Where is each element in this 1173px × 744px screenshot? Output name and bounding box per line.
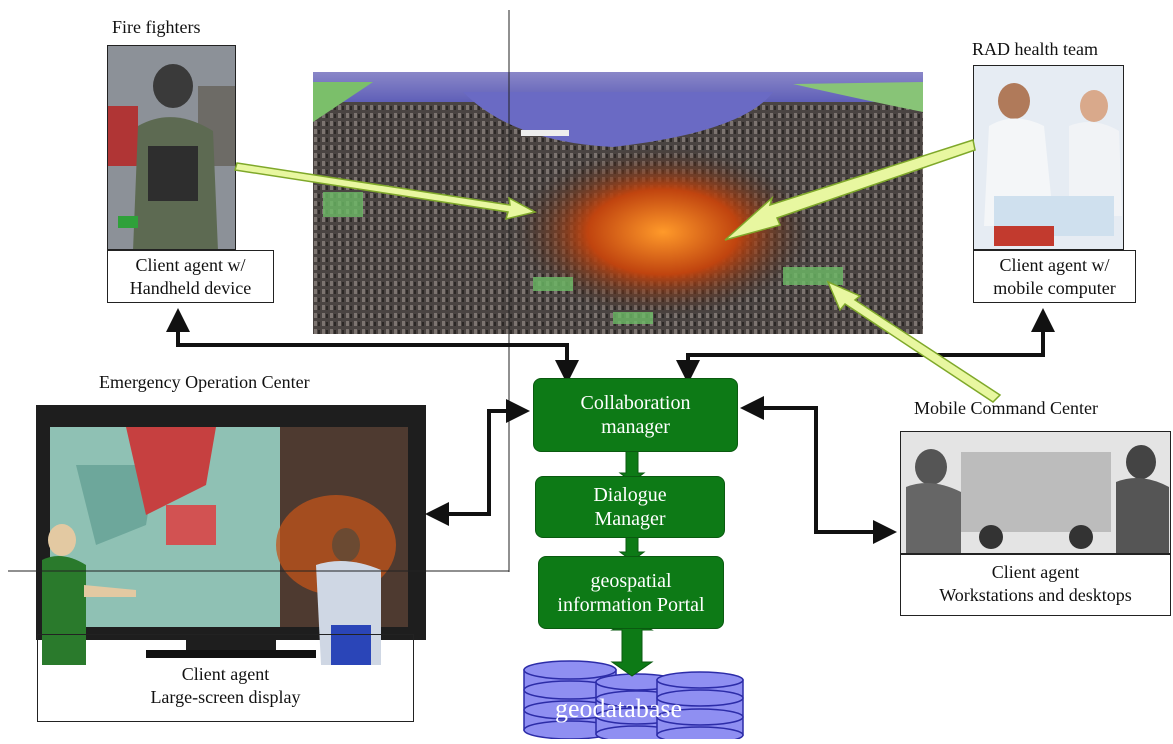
pointer-arrow-mcc (826, 280, 1002, 403)
collaboration-manager-box: Collaboration manager (533, 378, 738, 452)
eoc-agent-line1: Client agent (181, 664, 270, 684)
geospatial-portal-line1: geospatial (590, 569, 672, 592)
eoc-agent-box: Client agent Large-screen display (37, 634, 414, 722)
eoc-agent-line2: Large-screen display (150, 687, 301, 707)
pointer-arrow-fire-fighters (234, 162, 538, 221)
fire-fighters-title: Fire fighters (112, 17, 201, 37)
rad-health-agent-box: Client agent w/ mobile computer (973, 250, 1136, 303)
geodatabase-cylinders (522, 650, 747, 744)
dialogue-manager-line1: Dialogue (593, 484, 667, 506)
fire-fighters-agent-line1: Client agent w/ (135, 255, 246, 275)
fire-fighters-agent-line2: Handheld device (129, 278, 252, 298)
collaboration-manager-line2: manager (601, 416, 670, 438)
arrow-mcc-to-collab (740, 396, 897, 544)
mcc-agent-box: Client agent Workstations and desktops (900, 554, 1171, 616)
mcc-agent-line1: Client agent (991, 562, 1080, 582)
fire-fighter-photo (107, 45, 236, 250)
fire-fighters-agent-box: Client agent w/ Handheld device (107, 250, 274, 303)
arrow-rad-to-collab (676, 308, 1055, 384)
large-screen-display-image (36, 405, 426, 665)
mobile-command-center-title: Mobile Command Center (914, 398, 1098, 418)
arrow-eoc-to-collab (425, 399, 530, 526)
rad-health-team-photo (973, 65, 1124, 250)
pointer-arrow-rad (724, 139, 976, 241)
mobile-command-center-photo (900, 431, 1171, 554)
mcc-agent-line2: Workstations and desktops (939, 585, 1132, 605)
collaboration-manager-line1: Collaboration (580, 392, 691, 414)
arrow-fire-fighters-to-collab (166, 308, 579, 384)
geodatabase-label: geodatabase (555, 694, 683, 723)
dialogue-manager-line2: Manager (594, 508, 666, 530)
geospatial-portal-box: geospatial information Portal (538, 556, 724, 629)
rad-health-agent-line2: mobile computer (993, 278, 1116, 298)
rad-health-agent-line1: Client agent w/ (999, 255, 1110, 275)
rad-health-team-title: RAD health team (972, 39, 1098, 59)
geospatial-portal-line2: information Portal (557, 593, 705, 616)
dialogue-manager-box: Dialogue Manager (535, 476, 725, 538)
